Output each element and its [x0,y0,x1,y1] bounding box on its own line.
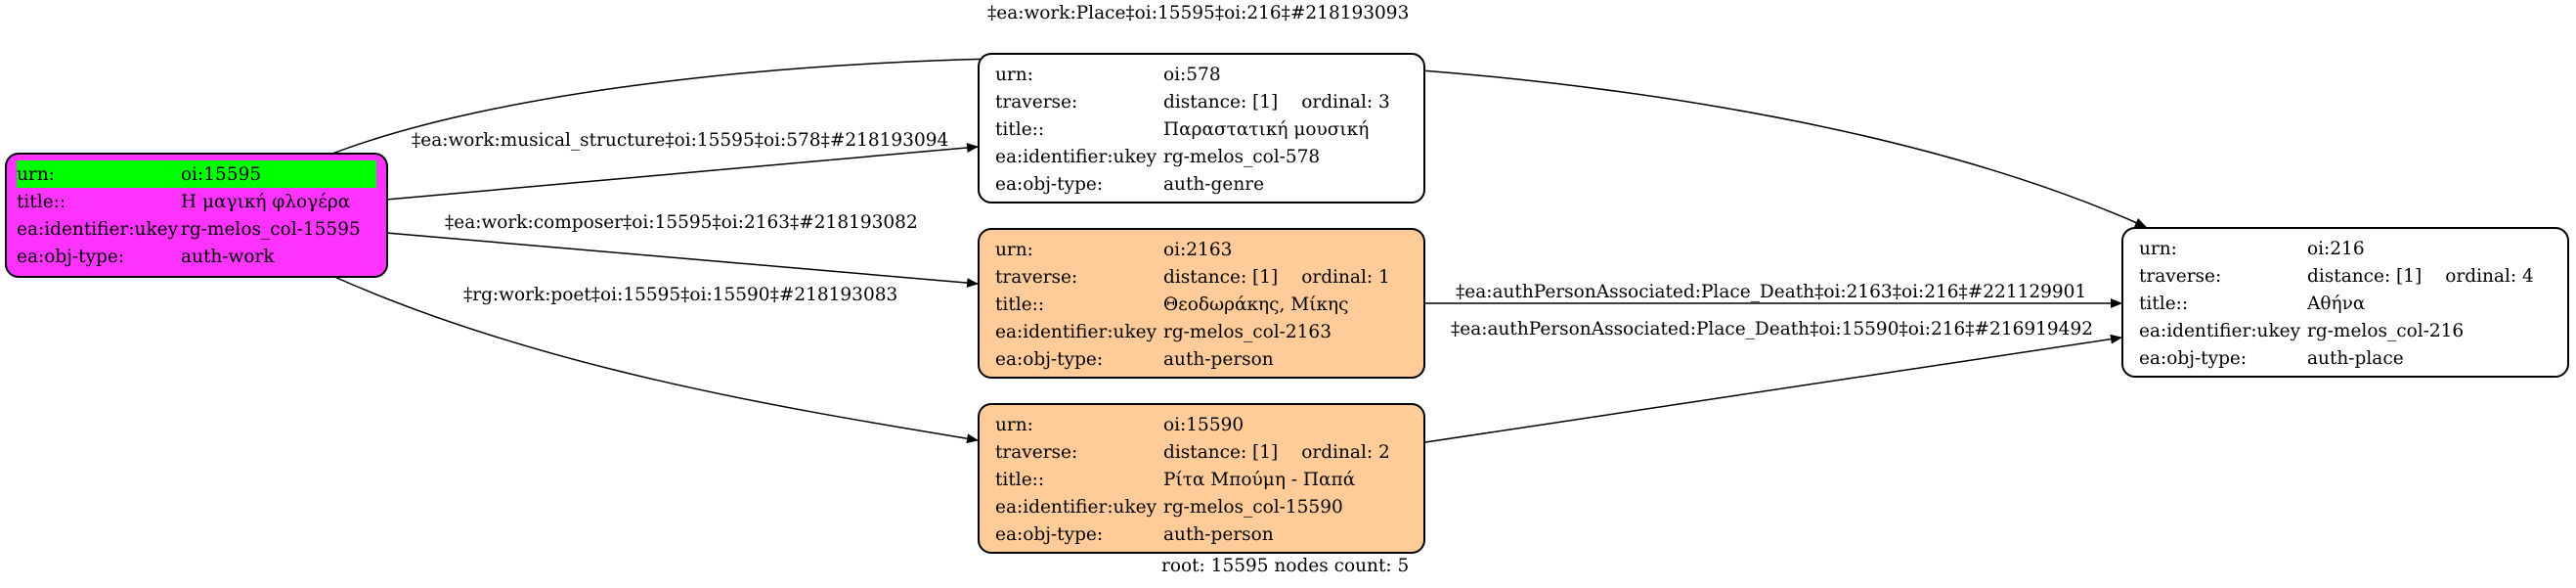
type-label: ea:obj-type: [17,246,125,267]
distance-value: distance: [1] [1163,266,1279,288]
node-genre-traverse-row: traverse: distance: [1] ordinal: 3 [995,88,1408,115]
distance-value: distance: [1] [1163,441,1279,463]
node-place-type-row: ea:obj-type: auth-place [2139,344,2552,372]
ukey-value: rg-melos_col-2163 [1163,321,1332,342]
urn-label: urn: [995,239,1033,260]
traverse-label: traverse: [2139,265,2222,287]
type-value: auth-genre [1163,173,1265,195]
edge-label-poet-place: ‡ea:authPersonAssociated:Place_Death‡oi:… [1451,319,2093,339]
urn-value: oi:15595 [181,163,262,185]
ukey-value: rg-melos_col-216 [2307,320,2465,341]
node-work[interactable]: urn: oi:15595 title:: Η μαγική φλογέρα e… [5,153,388,278]
node-genre-urn-row: urn: oi:578 [995,61,1408,88]
title-value: Αθήνα [2307,293,2366,314]
urn-value: oi:216 [2307,238,2365,259]
title-value: Θεοδωράκης, Μίκης [1163,294,1349,315]
ordinal-value: ordinal: 3 [1301,91,1390,113]
edge-poet-place [1424,334,2122,443]
node-genre[interactable]: urn: oi:578 traverse: distance: [1] ordi… [978,53,1425,204]
ukey-label: ea:identifier:ukey [995,146,1157,167]
edge-label-work-composer: ‡ea:work:composer‡oi:15595‡oi:2163‡#2181… [445,212,918,233]
urn-value: oi:2163 [1163,239,1233,260]
traverse-label: traverse: [995,91,1078,113]
title-label: title:: [995,469,1045,490]
node-work-title-row: title:: Η μαγική φλογέρα [17,188,376,215]
ukey-label: ea:identifier:ukey [995,321,1157,342]
node-work-ukey-row: ea:identifier:ukey rg-melos_col-15595 [17,215,376,243]
ukey-label: ea:identifier:ukey [995,496,1157,518]
graph-footer: root: 15595 nodes count: 5 [1161,556,1410,576]
type-label: ea:obj-type: [995,173,1104,195]
node-composer-type-row: ea:obj-type: auth-person [995,345,1408,373]
node-place-traverse-row: traverse: distance: [1] ordinal: 4 [2139,262,2552,290]
type-label: ea:obj-type: [995,348,1104,370]
distance-value: distance: [1] [1163,91,1279,113]
node-genre-title-row: title:: Παραστατική μουσική [995,115,1408,143]
title-label: title:: [2139,293,2189,314]
title-value: Η μαγική φλογέρα [181,191,351,212]
node-place[interactable]: urn: oi:216 traverse: distance: [1] ordi… [2121,227,2569,378]
ukey-value: rg-melos_col-15595 [181,218,361,240]
edge-label-work-poet: ‡rg:work:poet‡oi:15595‡oi:15590‡#2181930… [463,285,897,305]
title-label: title:: [17,191,66,212]
edge-label-work-genre: ‡ea:work:musical_structure‡oi:15595‡oi:5… [412,130,948,151]
title-label: title:: [995,294,1045,315]
title-value: Ρίτα Μπούμη - Παπά [1163,469,1356,490]
edge-label-work-place: ‡ea:work:Place‡oi:15595‡oi:216‡#21819309… [987,3,1409,23]
node-composer[interactable]: urn: oi:2163 traverse: distance: [1] ord… [978,228,1425,379]
type-label: ea:obj-type: [2139,347,2248,369]
edge-work-composer [385,232,979,289]
type-value: auth-place [2307,347,2404,369]
node-composer-ukey-row: ea:identifier:ukey rg-melos_col-2163 [995,318,1408,345]
ukey-label: ea:identifier:ukey [17,218,179,240]
node-work-type-row: ea:obj-type: auth-work [17,243,376,270]
node-poet-urn-row: urn: oi:15590 [995,411,1408,438]
ordinal-value: ordinal: 4 [2445,265,2534,287]
ukey-label: ea:identifier:ukey [2139,320,2301,341]
urn-value: oi:578 [1163,64,1221,85]
traverse-label: traverse: [995,266,1078,288]
distance-value: distance: [1] [2307,265,2423,287]
node-work-urn-row: urn: oi:15595 [17,160,376,188]
node-genre-ukey-row: ea:identifier:ukey rg-melos_col-578 [995,143,1408,170]
node-poet-title-row: title:: Ρίτα Μπούμη - Παπά [995,466,1408,493]
node-place-urn-row: urn: oi:216 [2139,235,2552,262]
node-genre-type-row: ea:obj-type: auth-genre [995,170,1408,198]
ukey-value: rg-melos_col-578 [1163,146,1321,167]
node-place-ukey-row: ea:identifier:ukey rg-melos_col-216 [2139,317,2552,344]
node-poet-ukey-row: ea:identifier:ukey rg-melos_col-15590 [995,493,1408,520]
edge-work-poet [331,275,979,444]
traverse-label: traverse: [995,441,1078,463]
node-poet-type-row: ea:obj-type: auth-person [995,520,1408,548]
edge-label-composer-place: ‡ea:authPersonAssociated:Place_Death‡oi:… [1456,282,2086,302]
urn-value: oi:15590 [1163,414,1244,435]
node-composer-traverse-row: traverse: distance: [1] ordinal: 1 [995,263,1408,291]
urn-label: urn: [995,64,1033,85]
node-poet[interactable]: urn: oi:15590 traverse: distance: [1] or… [978,403,1425,554]
title-label: title:: [995,118,1045,140]
urn-label: urn: [17,163,55,185]
ukey-value: rg-melos_col-15590 [1163,496,1343,518]
type-label: ea:obj-type: [995,523,1104,545]
title-value: Παραστατική μουσική [1163,118,1370,140]
type-value: auth-person [1163,523,1274,545]
ordinal-value: ordinal: 1 [1301,266,1390,288]
type-value: auth-work [181,246,275,267]
node-place-title-row: title:: Αθήνα [2139,290,2552,317]
type-value: auth-person [1163,348,1274,370]
urn-label: urn: [2139,238,2177,259]
node-poet-traverse-row: traverse: distance: [1] ordinal: 2 [995,438,1408,466]
ordinal-value: ordinal: 2 [1301,441,1390,463]
node-composer-title-row: title:: Θεοδωράκης, Μίκης [995,291,1408,318]
edge-work-genre [385,142,979,201]
urn-label: urn: [995,414,1033,435]
node-composer-urn-row: urn: oi:2163 [995,236,1408,263]
